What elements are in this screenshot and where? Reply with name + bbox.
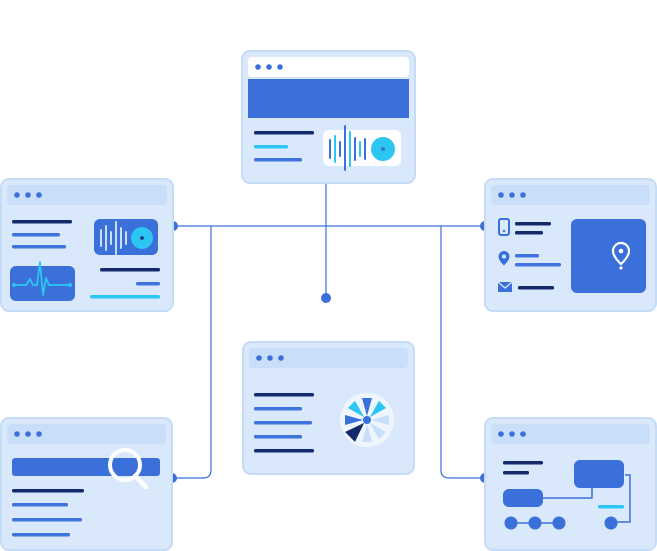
card-left-media xyxy=(0,178,174,312)
window-dots-icon xyxy=(255,64,283,70)
vinyl-disc-icon xyxy=(131,227,153,249)
text-lines-right xyxy=(90,268,160,299)
flow-step xyxy=(504,516,518,530)
flow-node xyxy=(503,489,543,507)
loading-spinner-icon xyxy=(340,393,394,447)
text-lines xyxy=(254,131,314,162)
mail-icon xyxy=(497,281,513,292)
text-lines xyxy=(12,489,84,537)
spinner-blade xyxy=(362,424,372,442)
spinner-blade xyxy=(369,422,387,440)
card-right-contact xyxy=(484,178,657,312)
location-pin-icon xyxy=(611,241,631,270)
window-dots-icon xyxy=(14,431,42,437)
card-bottom-left-search xyxy=(0,417,173,551)
card-bottom-right-flow xyxy=(484,417,657,551)
spinner-blade xyxy=(347,400,365,418)
phone-icon xyxy=(498,218,510,236)
flow-step xyxy=(552,516,566,530)
location-pin-icon xyxy=(498,251,510,266)
text-lines xyxy=(503,461,624,509)
card-center-loading xyxy=(242,341,415,475)
sound-wave-icon xyxy=(329,125,366,171)
audio-player-widget xyxy=(94,219,158,255)
window-dots-icon xyxy=(498,192,526,198)
flow-step xyxy=(604,516,618,530)
hero-banner xyxy=(248,79,409,118)
sound-wave-icon xyxy=(100,221,127,255)
window-dots-icon xyxy=(14,192,42,198)
card-top-audio xyxy=(241,50,416,184)
search-bar xyxy=(12,458,160,476)
vinyl-disc-icon xyxy=(371,137,395,161)
node-center xyxy=(321,293,331,303)
spinner-blade xyxy=(362,398,372,416)
pulse-chart-icon xyxy=(10,261,75,301)
spinner-blade xyxy=(371,415,389,425)
map-panel xyxy=(571,219,646,293)
window-dots-icon xyxy=(498,431,526,437)
flowchart-icon xyxy=(503,460,631,530)
spinner-blade xyxy=(345,415,363,425)
search-icon xyxy=(108,448,149,490)
connectors xyxy=(172,183,485,479)
spinner-blade xyxy=(369,400,387,418)
text-lines xyxy=(12,220,72,249)
flow-node xyxy=(574,460,624,488)
connector-left-down xyxy=(172,226,212,479)
flow-step xyxy=(528,516,542,530)
text-lines xyxy=(254,393,314,453)
spinner-blade xyxy=(345,422,365,442)
window-dots-icon xyxy=(256,355,284,361)
audio-player-widget xyxy=(323,125,401,171)
connector-right-down xyxy=(440,226,485,479)
